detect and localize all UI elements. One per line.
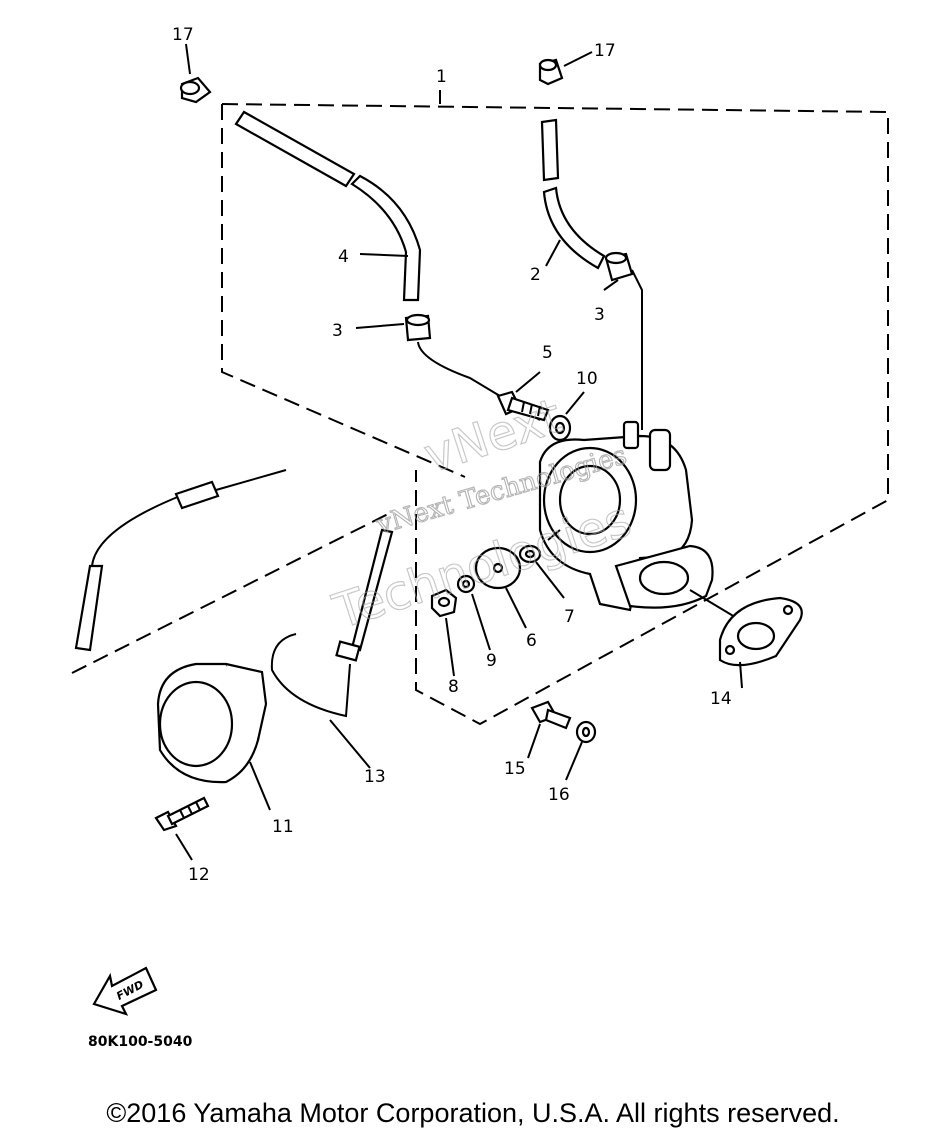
part-2-hose xyxy=(540,118,606,270)
callout-17-left: 17 xyxy=(172,25,194,45)
part-14-gasket xyxy=(718,596,803,689)
callout-10: 10 xyxy=(576,369,598,389)
callout-9: 9 xyxy=(486,651,497,671)
callout-11: 11 xyxy=(272,817,294,837)
part-3-clamp-left xyxy=(355,313,541,421)
callout-7: 7 xyxy=(564,607,575,627)
callout-3-right: 3 xyxy=(594,305,605,325)
callout-15: 15 xyxy=(504,759,526,779)
part-5-bolt xyxy=(496,371,550,422)
callout-4: 4 xyxy=(338,247,349,267)
part-11-cover xyxy=(156,662,271,811)
part-3-clamp-right xyxy=(603,251,643,430)
callout-14: 14 xyxy=(710,689,732,709)
part-16-washer xyxy=(565,720,597,781)
fwd-arrow-icon: FWD xyxy=(92,966,158,1016)
part-9-washer xyxy=(456,574,491,651)
control-cable xyxy=(74,469,287,652)
part-15-bolt xyxy=(527,700,572,759)
drawing-code: 80K100-5040 xyxy=(88,1034,193,1050)
callout-8: 8 xyxy=(448,677,459,697)
part-8-nut xyxy=(430,588,458,677)
callout-17-right: 17 xyxy=(594,41,616,61)
part-17-cap-left xyxy=(179,43,212,104)
assembly-outline xyxy=(71,90,889,726)
callout-5: 5 xyxy=(542,343,553,363)
part-10-washer xyxy=(548,391,585,442)
callout-13: 13 xyxy=(364,767,386,787)
callout-16: 16 xyxy=(548,785,570,805)
copyright-notice: ©2016 Yamaha Motor Corporation, U.S.A. A… xyxy=(106,1098,840,1128)
part-13-cable xyxy=(270,528,394,769)
callout-2: 2 xyxy=(530,265,541,285)
part-6-disc xyxy=(474,546,527,629)
oil-pump-body xyxy=(538,420,741,621)
part-4-hose xyxy=(234,110,422,302)
callout-3-left: 3 xyxy=(332,321,343,341)
callout-12: 12 xyxy=(188,865,210,885)
part-12-screw xyxy=(154,796,210,861)
callout-6: 6 xyxy=(526,631,537,651)
part-17-cap-right xyxy=(538,51,593,86)
part-7-washer xyxy=(518,544,565,599)
callout-1: 1 xyxy=(436,67,447,87)
